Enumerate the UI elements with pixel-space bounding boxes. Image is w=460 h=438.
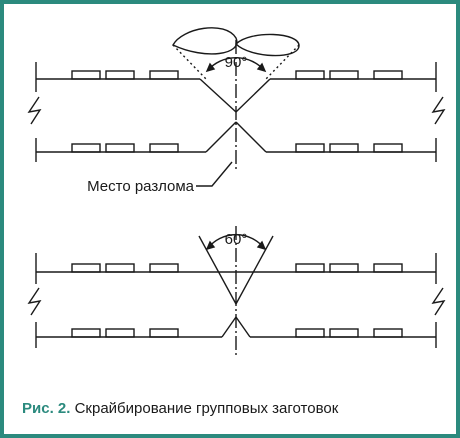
arc-arrowhead xyxy=(205,62,216,73)
top-upper-plate xyxy=(35,62,437,113)
top-lower-plate xyxy=(35,121,437,162)
break-symbol-left xyxy=(27,96,42,125)
break-symbol-left xyxy=(27,287,42,316)
pad xyxy=(295,70,325,80)
pad xyxy=(149,328,179,338)
pad xyxy=(71,143,101,153)
tool60-edge-right xyxy=(235,235,274,305)
bottom-lower-plate xyxy=(35,316,437,348)
caption-text: Скрайбирование групповых заготовок xyxy=(74,400,339,417)
tool-loop-left xyxy=(172,27,238,55)
tool-edge-left xyxy=(172,44,208,81)
bottom-figure xyxy=(27,226,446,356)
top-v-groove-right xyxy=(235,78,271,113)
break-symbol-right xyxy=(431,287,446,316)
pad xyxy=(373,70,403,80)
figure-caption: Рис. 2. Скрайбирование групповых заготов… xyxy=(22,400,442,417)
top-figure xyxy=(27,27,446,187)
pad xyxy=(105,263,135,273)
fracture-leader xyxy=(196,161,233,187)
pad xyxy=(329,143,359,153)
arc-arrowhead xyxy=(205,240,216,251)
pad xyxy=(329,70,359,80)
bottom-angle-label: 60° xyxy=(225,231,248,248)
fracture-label: Место разлома xyxy=(87,178,195,195)
pad xyxy=(149,263,179,273)
pad xyxy=(105,328,135,338)
pad xyxy=(295,143,325,153)
pad xyxy=(71,70,101,80)
pad xyxy=(71,263,101,273)
pad xyxy=(373,143,403,153)
fracture-right xyxy=(235,121,267,153)
tool60-edge-left xyxy=(198,235,237,305)
pad xyxy=(329,328,359,338)
arc-arrowhead xyxy=(256,62,267,73)
top-angle-arc xyxy=(207,57,265,71)
top-angle-label: 90° xyxy=(225,54,248,71)
arc-arrowhead xyxy=(256,240,267,251)
tool-edge-right xyxy=(264,44,300,81)
notch-right xyxy=(235,316,251,338)
pad xyxy=(149,143,179,153)
pad xyxy=(149,70,179,80)
notch-left xyxy=(221,316,237,338)
pad xyxy=(329,263,359,273)
pad xyxy=(373,263,403,273)
top-v-groove-left xyxy=(199,78,237,113)
pad xyxy=(71,328,101,338)
break-symbol-right xyxy=(431,96,446,125)
tool-loop-right xyxy=(235,33,300,57)
pad xyxy=(295,328,325,338)
pad xyxy=(105,70,135,80)
pad xyxy=(295,263,325,273)
caption-prefix: Рис. 2. xyxy=(22,400,71,417)
pad xyxy=(373,328,403,338)
pad xyxy=(105,143,135,153)
fracture-left xyxy=(205,121,237,153)
